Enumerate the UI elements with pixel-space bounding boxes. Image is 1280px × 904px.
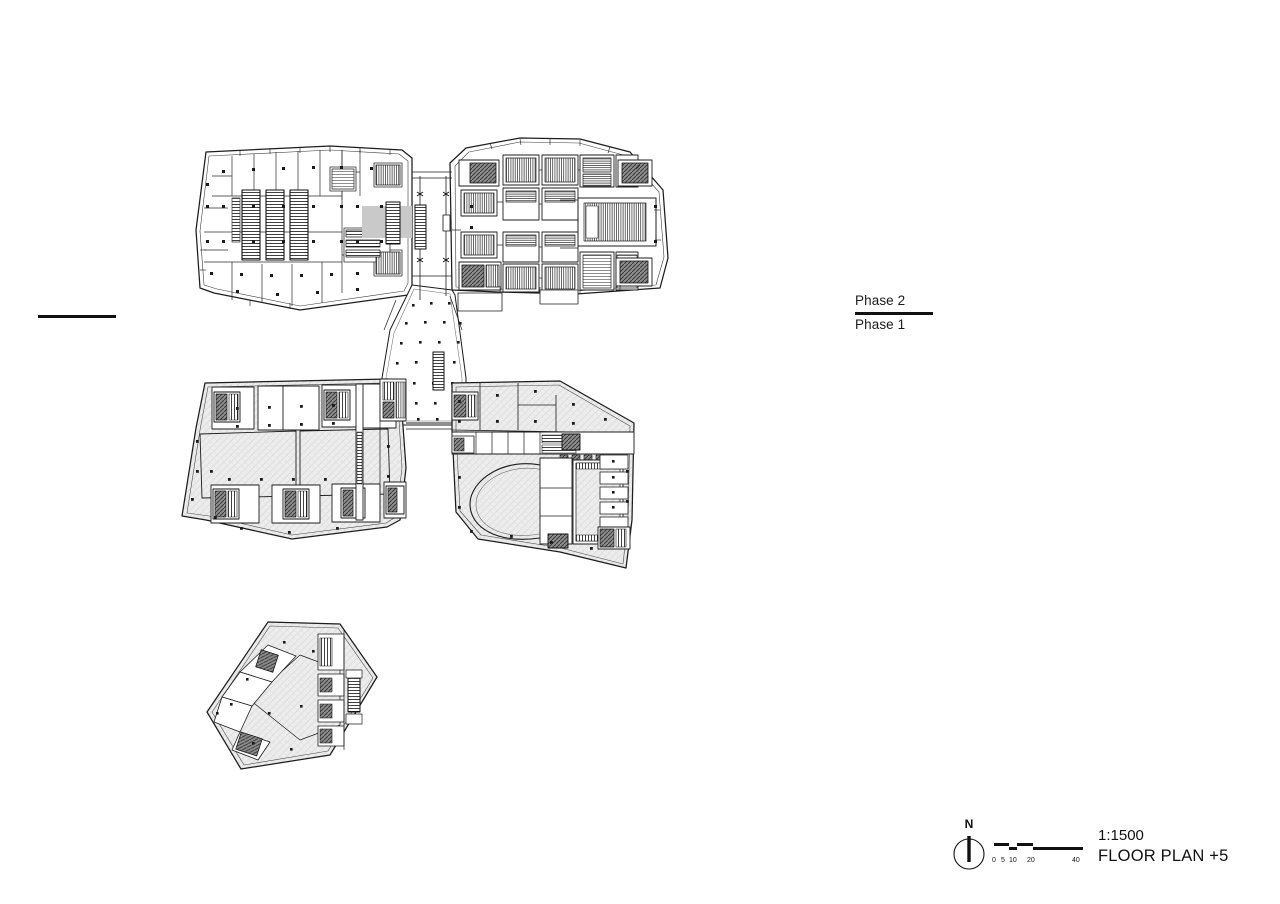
scale-bar: 0 5 10 20 40: [992, 838, 1088, 864]
north-west-building: [195, 145, 413, 311]
drawing-title: FLOOR PLAN +5: [1098, 847, 1229, 865]
scale-tick-5: 5: [1001, 857, 1005, 864]
phase-divider-rule: [855, 312, 933, 315]
drawing-scale: 1:1500: [1098, 827, 1144, 844]
column-grid-pentagon: [216, 641, 315, 751]
scale-bar-graphic: [994, 843, 1083, 850]
phase-legend: Phase 2 Phase 1: [855, 292, 945, 334]
north-arrow: N: [949, 818, 989, 874]
dark-core-b: [561, 433, 581, 451]
title-block: 1:1500 FLOOR PLAN +5: [1098, 826, 1229, 867]
scale-tick-40: 40: [1072, 857, 1080, 864]
scale-tick-10: 10: [1009, 857, 1017, 864]
auditorium-curve: [469, 463, 546, 540]
south-pentagon-building: [206, 621, 378, 770]
pentagon-lift-core: [347, 677, 361, 713]
south-east-building: [451, 380, 635, 569]
column-grid-sw: [191, 404, 390, 534]
north-arrow-icon: [953, 836, 985, 870]
phase-2-label: Phase 2: [855, 293, 906, 308]
scale-tick-0: 0: [992, 857, 996, 864]
phase-1-label: Phase 1: [855, 317, 906, 332]
link-bridges: [383, 171, 463, 430]
column-grid-se: [458, 390, 629, 550]
courtyard-core: [432, 351, 445, 391]
north-letter: N: [964, 817, 974, 831]
south-west-building: [181, 378, 407, 540]
column-grid-nw: [206, 166, 383, 296]
left-edge-rule: [38, 315, 116, 318]
scale-tick-20: 20: [1027, 857, 1035, 864]
dark-core-a: [547, 533, 569, 549]
north-east-building: [449, 137, 669, 312]
